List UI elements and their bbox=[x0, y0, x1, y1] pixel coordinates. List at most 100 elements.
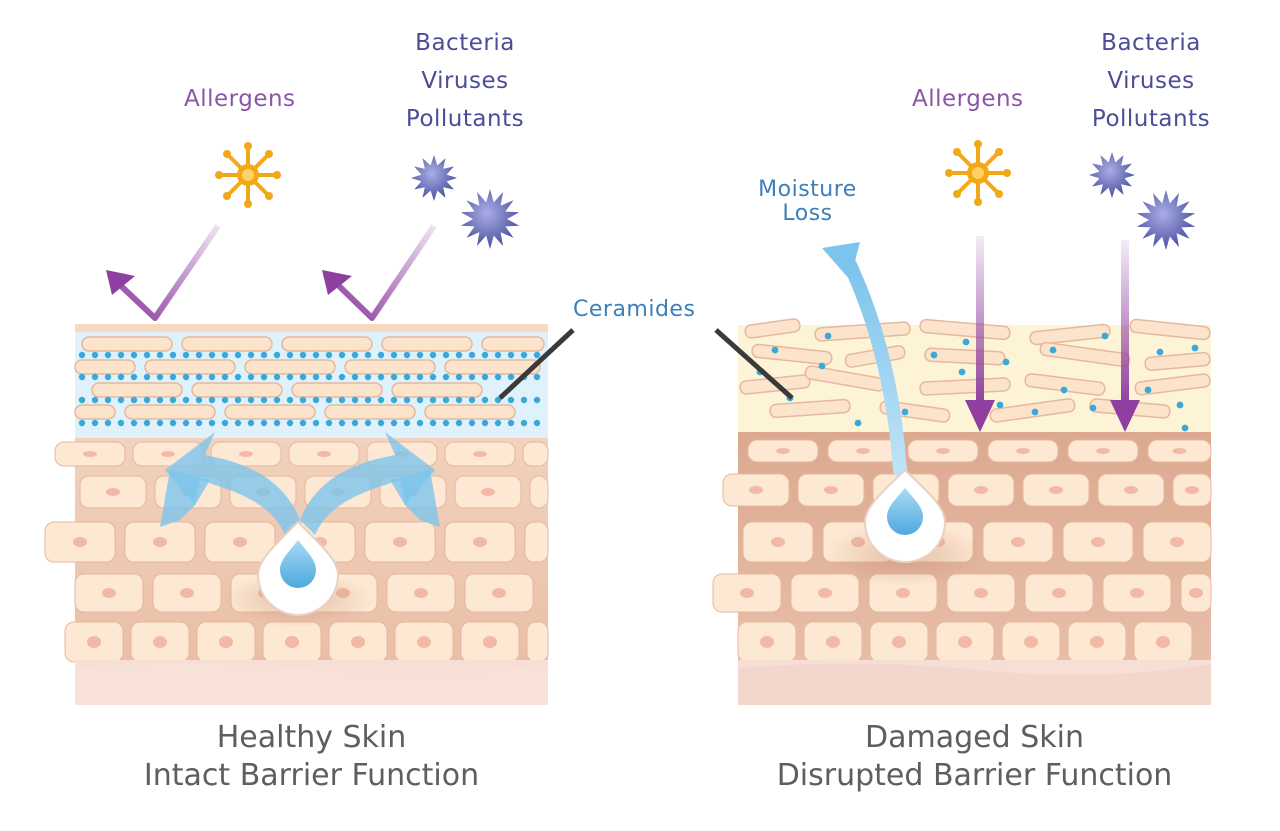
cell-nucleus bbox=[483, 636, 497, 648]
ceramide-dot bbox=[156, 396, 164, 404]
ceramide-dot bbox=[260, 373, 268, 381]
ceramide-dot bbox=[416, 351, 424, 359]
ceramide-dot bbox=[854, 419, 862, 427]
ceramide-dot bbox=[143, 351, 151, 359]
ceramide-dot bbox=[234, 373, 242, 381]
ceramide-dot bbox=[91, 396, 99, 404]
ceramides-pointer-left bbox=[498, 328, 575, 400]
ceramide-dot bbox=[533, 396, 541, 404]
ceramide-dot bbox=[364, 419, 372, 427]
ceramide-dot bbox=[273, 373, 281, 381]
ceramide-dot bbox=[78, 373, 86, 381]
ceramide-dot bbox=[91, 419, 99, 427]
pollutants-label: Pollutants bbox=[405, 106, 525, 132]
ceramide-dot bbox=[507, 396, 515, 404]
cell-nucleus bbox=[896, 588, 910, 598]
ceramide-dot bbox=[1031, 408, 1039, 416]
cell-nucleus bbox=[239, 451, 253, 457]
damaged-skin-caption: Damaged Skin Disrupted Barrier Function bbox=[738, 719, 1211, 795]
ceramide-dot bbox=[390, 351, 398, 359]
ceramide-dot bbox=[364, 351, 372, 359]
ceramide-dot bbox=[455, 396, 463, 404]
cell-nucleus bbox=[473, 537, 487, 547]
ceramide-dot bbox=[286, 351, 294, 359]
cell-nucleus bbox=[481, 488, 495, 496]
ceramide-dot bbox=[338, 351, 346, 359]
cell-nucleus bbox=[87, 636, 101, 648]
ceramide-dot bbox=[286, 396, 294, 404]
ceramide-dot bbox=[403, 373, 411, 381]
ceramide-dot bbox=[962, 338, 970, 346]
ceramide-dot bbox=[351, 396, 359, 404]
ceramide-dot bbox=[364, 373, 372, 381]
ceramide-dot bbox=[390, 373, 398, 381]
ceramide-dot bbox=[468, 419, 476, 427]
cell-nucleus bbox=[818, 588, 832, 598]
ceramide-dot bbox=[481, 373, 489, 381]
ceramide-dot bbox=[468, 396, 476, 404]
ceramide-dot bbox=[312, 373, 320, 381]
ceramide-dot bbox=[996, 401, 1004, 409]
ceramide-dot bbox=[182, 419, 190, 427]
ceramide-dot bbox=[312, 419, 320, 427]
ceramide-dot bbox=[299, 396, 307, 404]
ceramide-dot bbox=[325, 373, 333, 381]
ceramide-dot bbox=[169, 351, 177, 359]
ceramide-dot bbox=[351, 419, 359, 427]
ceramide-dot bbox=[958, 368, 966, 376]
ceramide-dot bbox=[1156, 348, 1164, 356]
ceramide-dot bbox=[195, 351, 203, 359]
microbe-penetration-arrow bbox=[1121, 240, 1129, 405]
cell-nucleus bbox=[771, 537, 785, 547]
ceramide-dot bbox=[78, 351, 86, 359]
microbes-label-right: Bacteria Viruses Pollutants bbox=[1071, 24, 1231, 138]
ceramide-dot bbox=[1089, 404, 1097, 412]
ceramide-dot bbox=[130, 373, 138, 381]
cell-nucleus bbox=[1052, 588, 1066, 598]
cell-nucleus bbox=[153, 537, 167, 547]
skin-cell bbox=[522, 441, 549, 467]
cell-nucleus bbox=[1049, 486, 1063, 494]
ceramide-dot bbox=[247, 351, 255, 359]
cell-nucleus bbox=[776, 448, 790, 454]
ceramide-dot bbox=[520, 396, 528, 404]
ceramide-dot bbox=[442, 351, 450, 359]
ceramide-dot bbox=[481, 351, 489, 359]
ceramide-dot bbox=[221, 351, 229, 359]
ceramide-dot bbox=[325, 396, 333, 404]
ceramide-dot bbox=[312, 351, 320, 359]
ceramide-dot bbox=[494, 396, 502, 404]
ceramide-dot bbox=[221, 419, 229, 427]
cell-nucleus bbox=[974, 588, 988, 598]
healthy-skin-caption: Healthy Skin Intact Barrier Function bbox=[75, 719, 548, 795]
ceramide-dot bbox=[1002, 358, 1010, 366]
bacteria-icon bbox=[411, 155, 457, 201]
virus-icon bbox=[1136, 190, 1196, 250]
allergen-penetration-arrow bbox=[976, 236, 984, 406]
water-drop-icon bbox=[256, 520, 340, 616]
ceramide-dot bbox=[507, 373, 515, 381]
cell-nucleus bbox=[219, 636, 233, 648]
damaged-skin-panel bbox=[712, 236, 1212, 705]
ceramide-dot bbox=[818, 362, 826, 370]
ceramide-dot bbox=[182, 396, 190, 404]
ceramide-dot bbox=[234, 351, 242, 359]
ceramide-dot bbox=[494, 373, 502, 381]
cell-nucleus bbox=[1090, 636, 1104, 648]
ceramide-dot bbox=[416, 396, 424, 404]
ceramide-dot bbox=[234, 419, 242, 427]
ceramide-dot bbox=[78, 419, 86, 427]
ceramide-dot bbox=[520, 351, 528, 359]
cell-nucleus bbox=[1156, 636, 1170, 648]
cell-nucleus bbox=[161, 451, 175, 457]
caption-subtitle: Intact Barrier Function bbox=[143, 758, 480, 793]
caption-title: Healthy Skin bbox=[216, 720, 407, 755]
ceramide-dot bbox=[182, 351, 190, 359]
cell-nucleus bbox=[1096, 448, 1110, 454]
ceramide-dot bbox=[117, 419, 125, 427]
ceramide-dot bbox=[91, 351, 99, 359]
ceramide-dot bbox=[260, 396, 268, 404]
ceramide-dot bbox=[377, 351, 385, 359]
ceramide-dot bbox=[273, 419, 281, 427]
ceramide-dot bbox=[182, 373, 190, 381]
